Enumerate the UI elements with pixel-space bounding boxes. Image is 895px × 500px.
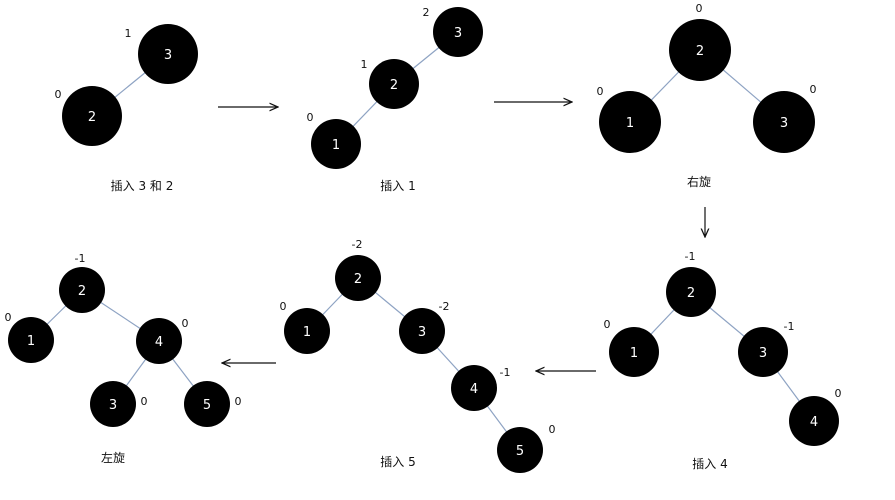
node-label: 3 [109,398,117,413]
node-label: 2 [696,44,704,59]
node-label: 1 [27,334,35,349]
balance-factor-label: 0 [549,423,556,436]
tree-node [753,91,815,153]
diagram-caption: 插入 5 [380,455,415,469]
balance-factor-label: 0 [280,300,287,313]
tree-node [335,255,381,301]
balance-factor-label: -2 [439,300,450,313]
node-label: 4 [470,382,478,397]
node-label: 5 [516,444,524,459]
tree-node [669,19,731,81]
tree-node [599,91,661,153]
balance-factor-label: 0 [5,311,12,324]
balance-factor-label: 0 [307,111,314,124]
node-label: 3 [164,48,172,63]
node-label: 5 [203,398,211,413]
node-label: 4 [155,335,163,350]
trees-layer: 3 1 2 0 插入 3 和 2 3 2 2 1 1 0 插入 1 2 0 1 0 3 0 右旋 2 -1 1 0 3 -1 4 0… [5,2,842,473]
node-label: 1 [303,325,311,340]
node-label: 3 [780,116,788,131]
balance-factor-label: -1 [500,366,511,379]
tree-d4: 2 -1 1 0 3 -1 4 0 插入 4 [604,250,842,471]
tree-node [433,7,483,57]
node-label: 2 [88,110,96,125]
tree-node [90,381,136,427]
balance-factor-label: 0 [55,88,62,101]
diagram-caption: 插入 1 [380,179,415,193]
tree-d3: 2 0 1 0 3 0 右旋 [597,2,817,189]
balance-factor-label: 2 [423,6,430,19]
tree-node [136,318,182,364]
tree-d1: 3 1 2 0 插入 3 和 2 [55,24,198,193]
tree-node [738,327,788,377]
balance-factor-label: -1 [75,252,86,265]
tree-node [666,267,716,317]
node-label: 3 [759,346,767,361]
tree-node [451,365,497,411]
balance-factor-label: 0 [182,317,189,330]
tree-node [399,308,445,354]
tree-node [497,427,543,473]
node-label: 3 [454,26,462,41]
balance-factor-label: -2 [352,238,363,251]
node-label: 2 [390,78,398,93]
tree-node [789,396,839,446]
tree-node [284,308,330,354]
tree-node [138,24,198,84]
tree-node [62,86,122,146]
tree-node [59,267,105,313]
balance-factor-label: 1 [361,58,368,71]
tree-d6: 2 -1 1 0 4 0 3 0 5 0 左旋 [5,252,242,465]
node-label: 2 [687,286,695,301]
balance-factor-label: 0 [141,395,148,408]
arrows-layer [218,102,705,371]
balance-factor-label: 0 [235,395,242,408]
diagram-caption: 插入 3 和 2 [111,179,174,193]
node-label: 4 [810,415,818,430]
balance-factor-label: 0 [696,2,703,15]
tree-node [369,59,419,109]
balance-factor-label: 0 [810,83,817,96]
node-label: 3 [418,325,426,340]
balance-factor-label: -1 [784,320,795,333]
tree-node [8,317,54,363]
balance-factor-label: 0 [835,387,842,400]
node-label: 2 [78,284,86,299]
tree-node [609,327,659,377]
node-label: 2 [354,272,362,287]
node-label: 1 [626,116,634,131]
balance-factor-label: -1 [685,250,696,263]
node-label: 1 [630,346,638,361]
balance-factor-label: 1 [125,27,132,40]
node-label: 1 [332,138,340,153]
diagram-caption: 右旋 [687,174,711,189]
diagram-caption: 左旋 [101,450,125,465]
tree-d5: 2 -2 1 0 3 -2 4 -1 5 0 插入 5 [280,238,556,473]
diagram-caption: 插入 4 [692,457,727,471]
balance-factor-label: 0 [597,85,604,98]
balance-factor-label: 0 [604,318,611,331]
tree-node [184,381,230,427]
tree-node [311,119,361,169]
tree-d2: 3 2 2 1 1 0 插入 1 [307,6,483,193]
